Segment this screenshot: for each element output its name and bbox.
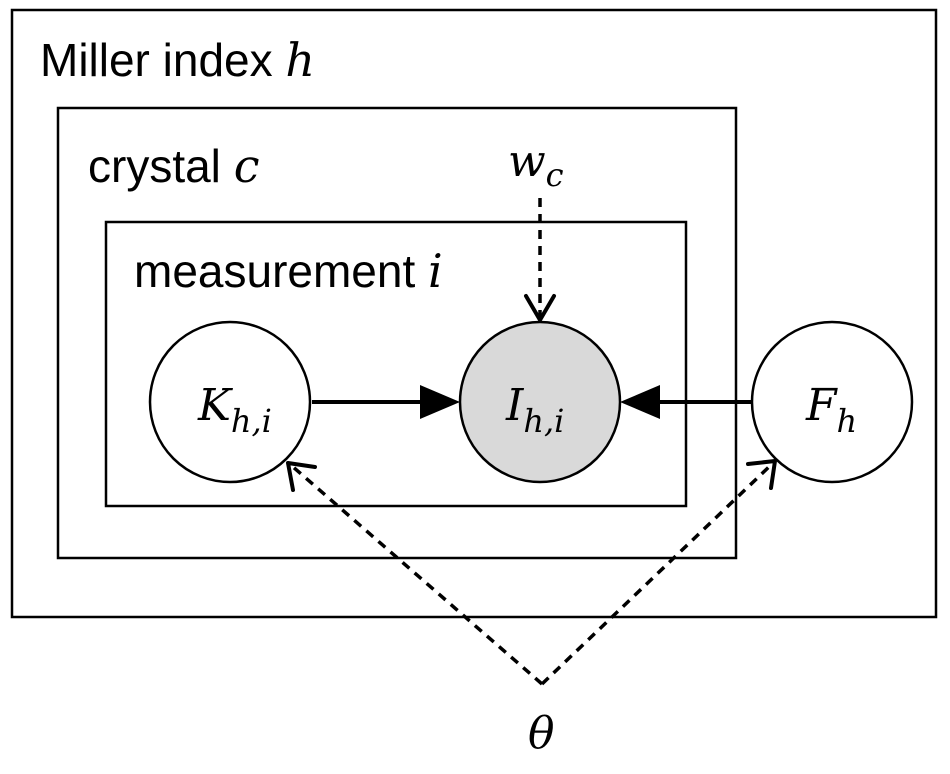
node-theta-label: θ [528,708,555,759]
svg-text:Fh: Fh [805,380,857,440]
plate-miller-index [10,8,938,619]
plate-label-measurement: measurement i [134,244,443,298]
node-f: Fh [750,320,914,484]
node-w-label: wc [508,136,564,194]
edge-k-to-i-arrowhead [420,385,460,419]
edge-theta-to-f-arrowhead [746,459,777,490]
svg-text:Kh,i: Kh,i [197,380,272,440]
plate-label-miller-index: Miller index h [40,33,315,87]
plate-measurement [104,220,688,508]
svg-text:Ih,i: Ih,i [505,380,564,440]
edge-theta-to-f [540,462,774,686]
edge-theta-to-k [290,464,544,686]
edge-f-to-i-arrowhead [620,385,660,419]
edge-theta-to-k-arrowhead [286,461,317,492]
edge-w-to-i-arrowhead [524,294,556,322]
node-i-observed: Ih,i [458,320,622,484]
plate-label-crystal: crystal c [88,139,259,193]
node-k: Kh,i [148,320,312,484]
